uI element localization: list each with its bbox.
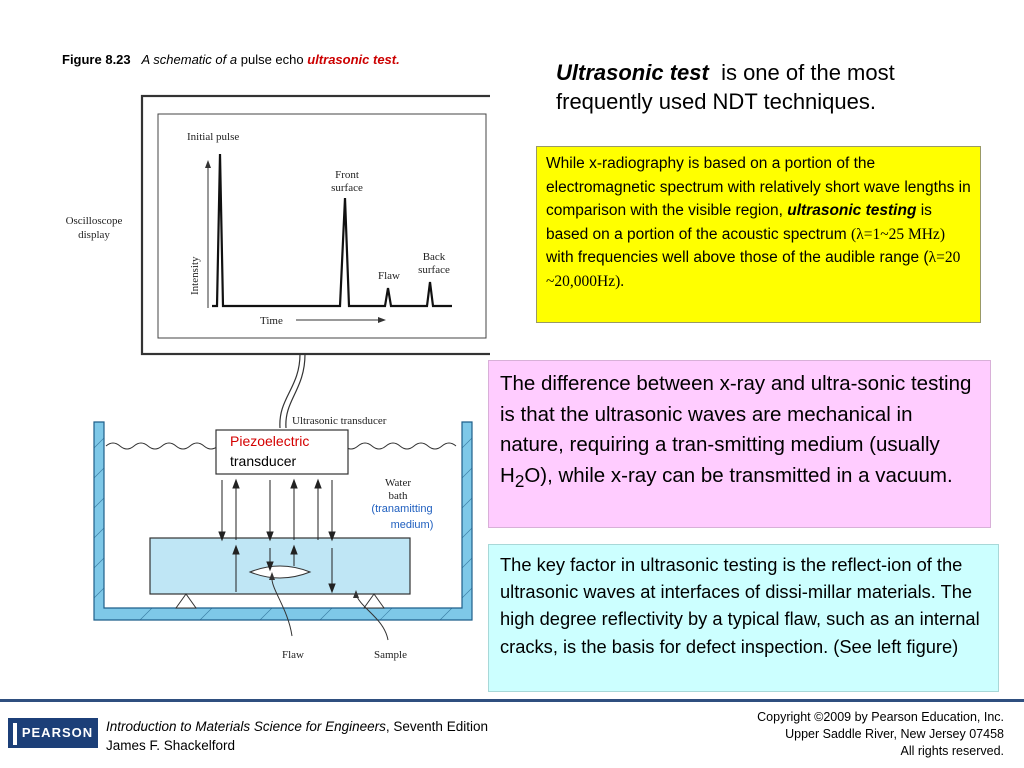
echo-signal-trace: [212, 153, 452, 308]
cyan-textbox: The key factor in ultrasonic testing is …: [488, 544, 999, 692]
headline-rest: is one of the most frequently used NDT t…: [556, 60, 895, 114]
frequency-range-audible: λ=20 ~20,000Hz).: [546, 249, 961, 290]
piezoelectric-transducer: [215, 429, 349, 475]
flaw-label: Flaw: [282, 649, 304, 661]
footer-divider: [0, 699, 1024, 702]
front-surface-label-1: Front: [335, 169, 359, 181]
book-credit: Introduction to Materials Science for En…: [106, 717, 488, 755]
copyright-notice: Copyright ©2009 by Pearson Education, In…: [757, 709, 1004, 760]
yellow-text-3: with frequencies well above those of the…: [546, 249, 929, 266]
water-tank: [93, 421, 473, 621]
time-label: Time: [260, 315, 283, 327]
frequency-range-ultrasonic: (λ=1~25 MHz): [851, 225, 945, 243]
back-surface-label-2: surface: [418, 264, 450, 276]
cyan-text: The key factor in ultrasonic testing is …: [500, 554, 980, 657]
piezo-label-black: transducer: [230, 453, 296, 469]
pink-text-1: The difference between x-ray and ultra-s…: [500, 372, 972, 487]
oscilloscope-label-1: Oscilloscope: [66, 215, 123, 227]
ultrasonic-wave-arrows: [218, 478, 336, 594]
initial-pulse-label: Initial pulse: [187, 131, 239, 143]
caption-highlight: ultrasonic test.: [307, 52, 400, 67]
flaw-callout-arrow-icon: [269, 572, 275, 580]
cable-line-a: [279, 353, 301, 429]
water-bath-label-1: Water: [385, 477, 411, 489]
yellow-emphasis: ultrasonic testing: [787, 202, 917, 219]
figure-number: Figure 8.23: [62, 52, 131, 67]
yellow-text-2: is based on a portion of the acoustic sp…: [546, 202, 932, 243]
ultrasonic-transducer-label: Ultrasonic transducer: [292, 415, 387, 427]
flaw-peak-label: Flaw: [378, 270, 400, 282]
left-support: [175, 593, 197, 609]
book-author: James F. Shackelford: [106, 738, 236, 753]
copyright-line-3: All rights reserved.: [900, 744, 1004, 758]
time-arrow-icon: [378, 317, 386, 323]
yellow-text-1: While x-radiography is based on a portio…: [546, 155, 971, 219]
pearson-logo: PEARSON: [8, 718, 98, 748]
copyright-line-1: Copyright ©2009 by Pearson Education, In…: [757, 710, 1004, 724]
back-surface-label-1: Back: [423, 251, 446, 263]
front-surface-label-2: surface: [331, 182, 363, 194]
pink-subscript: 2: [514, 471, 525, 491]
caption-italic: A schematic of a: [141, 52, 238, 67]
cable-line-b: [285, 353, 306, 429]
pink-textbox: The difference between x-ray and ultra-s…: [488, 360, 991, 528]
sample-label: Sample: [374, 649, 407, 661]
flaw-icon: [248, 565, 312, 579]
right-support: [363, 593, 385, 609]
pulse-echo-diagram: Oscilloscope display Intensity Initial p…: [66, 94, 490, 661]
copyright-line-2: Upper Saddle River, New Jersey 07458: [785, 727, 1004, 741]
piezo-label-red: Piezoelectric: [230, 433, 309, 449]
transmitting-medium-label-2: medium): [391, 519, 434, 531]
pearson-mark-icon: [12, 722, 17, 745]
sample-callout-arrow-icon: [353, 590, 359, 598]
pearson-logo-text: PEARSON: [21, 725, 94, 740]
pink-text-2: O), while x-ray can be transmitted in a …: [524, 463, 953, 487]
caption-plain: pulse echo: [240, 52, 304, 67]
yellow-textbox: While x-radiography is based on a portio…: [536, 146, 981, 323]
oscilloscope-label-2: display: [78, 229, 110, 241]
headline-emphasis: Ultrasonic test: [556, 60, 709, 85]
figure-caption: Figure 8.23 A schematic of a pulse echo …: [62, 52, 400, 67]
intensity-label: Intensity: [189, 256, 201, 295]
slide-headline: Ultrasonic test is one of the most frequ…: [556, 58, 996, 116]
book-title: Introduction to Materials Science for En…: [106, 719, 386, 734]
transmitting-medium-label-1: (tranamitting: [371, 503, 432, 515]
intensity-arrow-icon: [205, 160, 211, 168]
book-edition: , Seventh Edition: [385, 719, 488, 734]
oscilloscope-screen: [157, 113, 487, 339]
water-bath-label-2: bath: [389, 490, 408, 502]
tank-hatching: [93, 437, 473, 621]
